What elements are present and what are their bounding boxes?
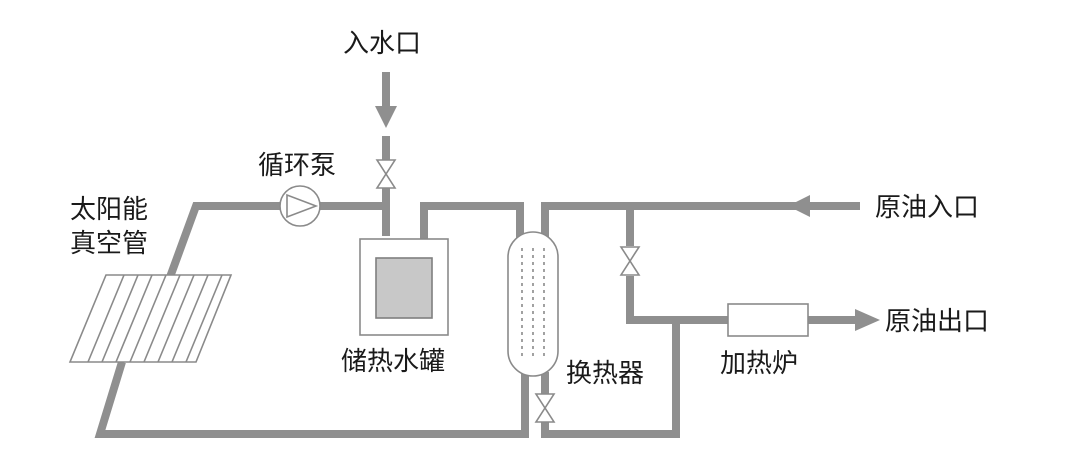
crude-outlet-arrow xyxy=(855,309,880,331)
label-crude-inlet: 原油入口 xyxy=(875,193,979,223)
label-pump: 循环泵 xyxy=(258,151,336,181)
label-collector-line1: 太阳能 xyxy=(70,195,148,225)
crude-inlet-arrow xyxy=(788,195,810,217)
pipe-crude-bypass-bottom xyxy=(626,276,728,324)
water-inlet-arrow xyxy=(375,106,397,128)
bypass-valve-icon xyxy=(619,246,641,276)
pipe-pump-to-tank xyxy=(320,202,390,236)
label-heat-exchanger: 换热器 xyxy=(566,359,644,389)
crude-loop-pipes xyxy=(541,202,860,438)
exchanger-valve-icon xyxy=(534,393,556,423)
pipe-return xyxy=(94,360,529,438)
label-water-inlet: 入水口 xyxy=(343,29,421,59)
label-heater: 加热炉 xyxy=(720,349,798,379)
pump-icon xyxy=(279,185,321,227)
solar-collector-icon xyxy=(68,274,233,363)
storage-tank-icon xyxy=(359,238,449,336)
water-inlet-valve-icon xyxy=(375,159,397,189)
pipe-collector-top xyxy=(162,202,280,290)
label-collector-line2: 真空管 xyxy=(70,229,148,259)
heater-icon xyxy=(727,303,809,337)
pipe-crude-inlet xyxy=(541,202,860,238)
water-loop-pipes xyxy=(94,72,529,438)
label-crude-outlet: 原油出口 xyxy=(885,307,989,337)
pipe-exchanger-bottom-2 xyxy=(541,320,680,438)
heat-exchanger-icon xyxy=(507,231,559,377)
label-storage-tank: 储热水罐 xyxy=(341,347,445,377)
pipe-tank-to-exchanger xyxy=(420,202,524,258)
